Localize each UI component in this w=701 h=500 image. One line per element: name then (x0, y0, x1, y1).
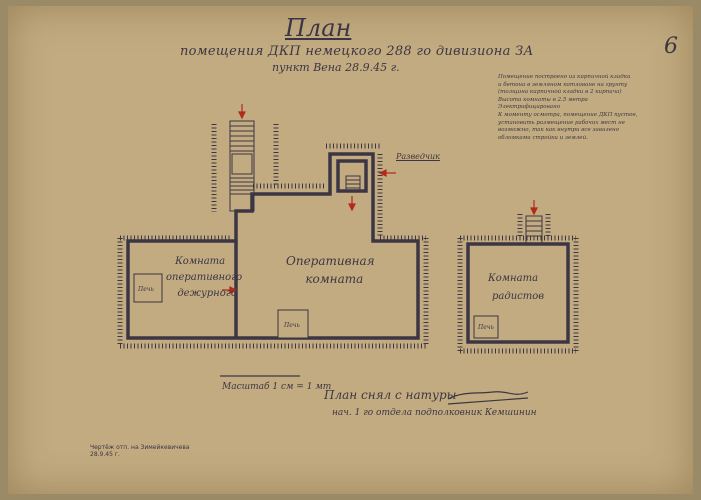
document-location-date: пункт Вена 28.9.45 г. (272, 61, 400, 74)
signature-mark (220, 375, 529, 405)
stairs-right (525, 215, 543, 245)
note-line: установить размещение рабочих мест не (498, 119, 625, 126)
stove-label: Печь (478, 324, 494, 331)
footer-stamp-line: Чертёж отп. на Зимейкевичева (90, 444, 190, 451)
label-recon: Разведчик (396, 152, 440, 161)
note-line: и бетона в земляном котловане на грунту (498, 81, 628, 88)
stoves (133, 273, 499, 339)
footer-stamp-line: 28.9.45 г. (90, 451, 120, 458)
room-label-line: радистов (492, 291, 545, 302)
sheet-number: 6 (664, 34, 678, 59)
ground-hatching (117, 124, 579, 354)
note-line: возможно, так как внутри все завалено (498, 127, 619, 134)
stove-label: Печь (284, 322, 300, 329)
footer-stamp: Чертёж отп. на Зимейкевичева 28.9.45 г. (90, 444, 190, 458)
room-label-radio: Комната радистов (488, 270, 544, 306)
room-label-line: Комната (175, 256, 226, 267)
scale-note: Масштаб 1 см = 1 мт (222, 382, 332, 392)
note-line: Помещение построено из кирпичной кладки (498, 74, 631, 80)
floor-plan-drawing (117, 104, 579, 405)
room-label-line: дежурного (177, 288, 237, 299)
room-label-duty: Комната оперативного дежурного (158, 254, 242, 302)
note-line: К моменту осмотра, помещение ДКП пустое, (498, 111, 638, 118)
document-sheet: План помещения ДКП немецкого 288 го диви… (8, 6, 693, 494)
room-label-ops: Оперативная комната (286, 252, 375, 288)
room-label-line: Комната (488, 273, 539, 284)
signature-line: нач. 1 го отдела подполковник Кемшинин (332, 408, 537, 418)
document-subtitle: помещения ДКП немецкого 288 го дивизиона… (180, 44, 534, 59)
construction-note: Помещение построено из кирпичной кладки … (498, 74, 688, 142)
radio-building-walls (466, 242, 570, 344)
note-line: Электрифицировано (498, 104, 561, 111)
document-title: План (285, 14, 352, 42)
room-label-line: комната (305, 272, 364, 286)
entry-arrows (222, 104, 538, 294)
stairs-recon (345, 175, 361, 191)
stove-label: Печь (138, 286, 154, 293)
room-label-line: Оперативная (286, 254, 375, 268)
note-line: обломками стройки и землей. (498, 134, 588, 141)
note-line: (толщина кирпичной кладки в 2 кирпича) (498, 89, 622, 96)
room-label-line: оперативного (166, 272, 243, 283)
stairs-left (229, 120, 255, 212)
note-line: Высота комнаты в 2.5 метра (498, 96, 588, 103)
plan-taken-note: План снял с натуры (324, 388, 457, 402)
main-building-walls (126, 152, 420, 340)
